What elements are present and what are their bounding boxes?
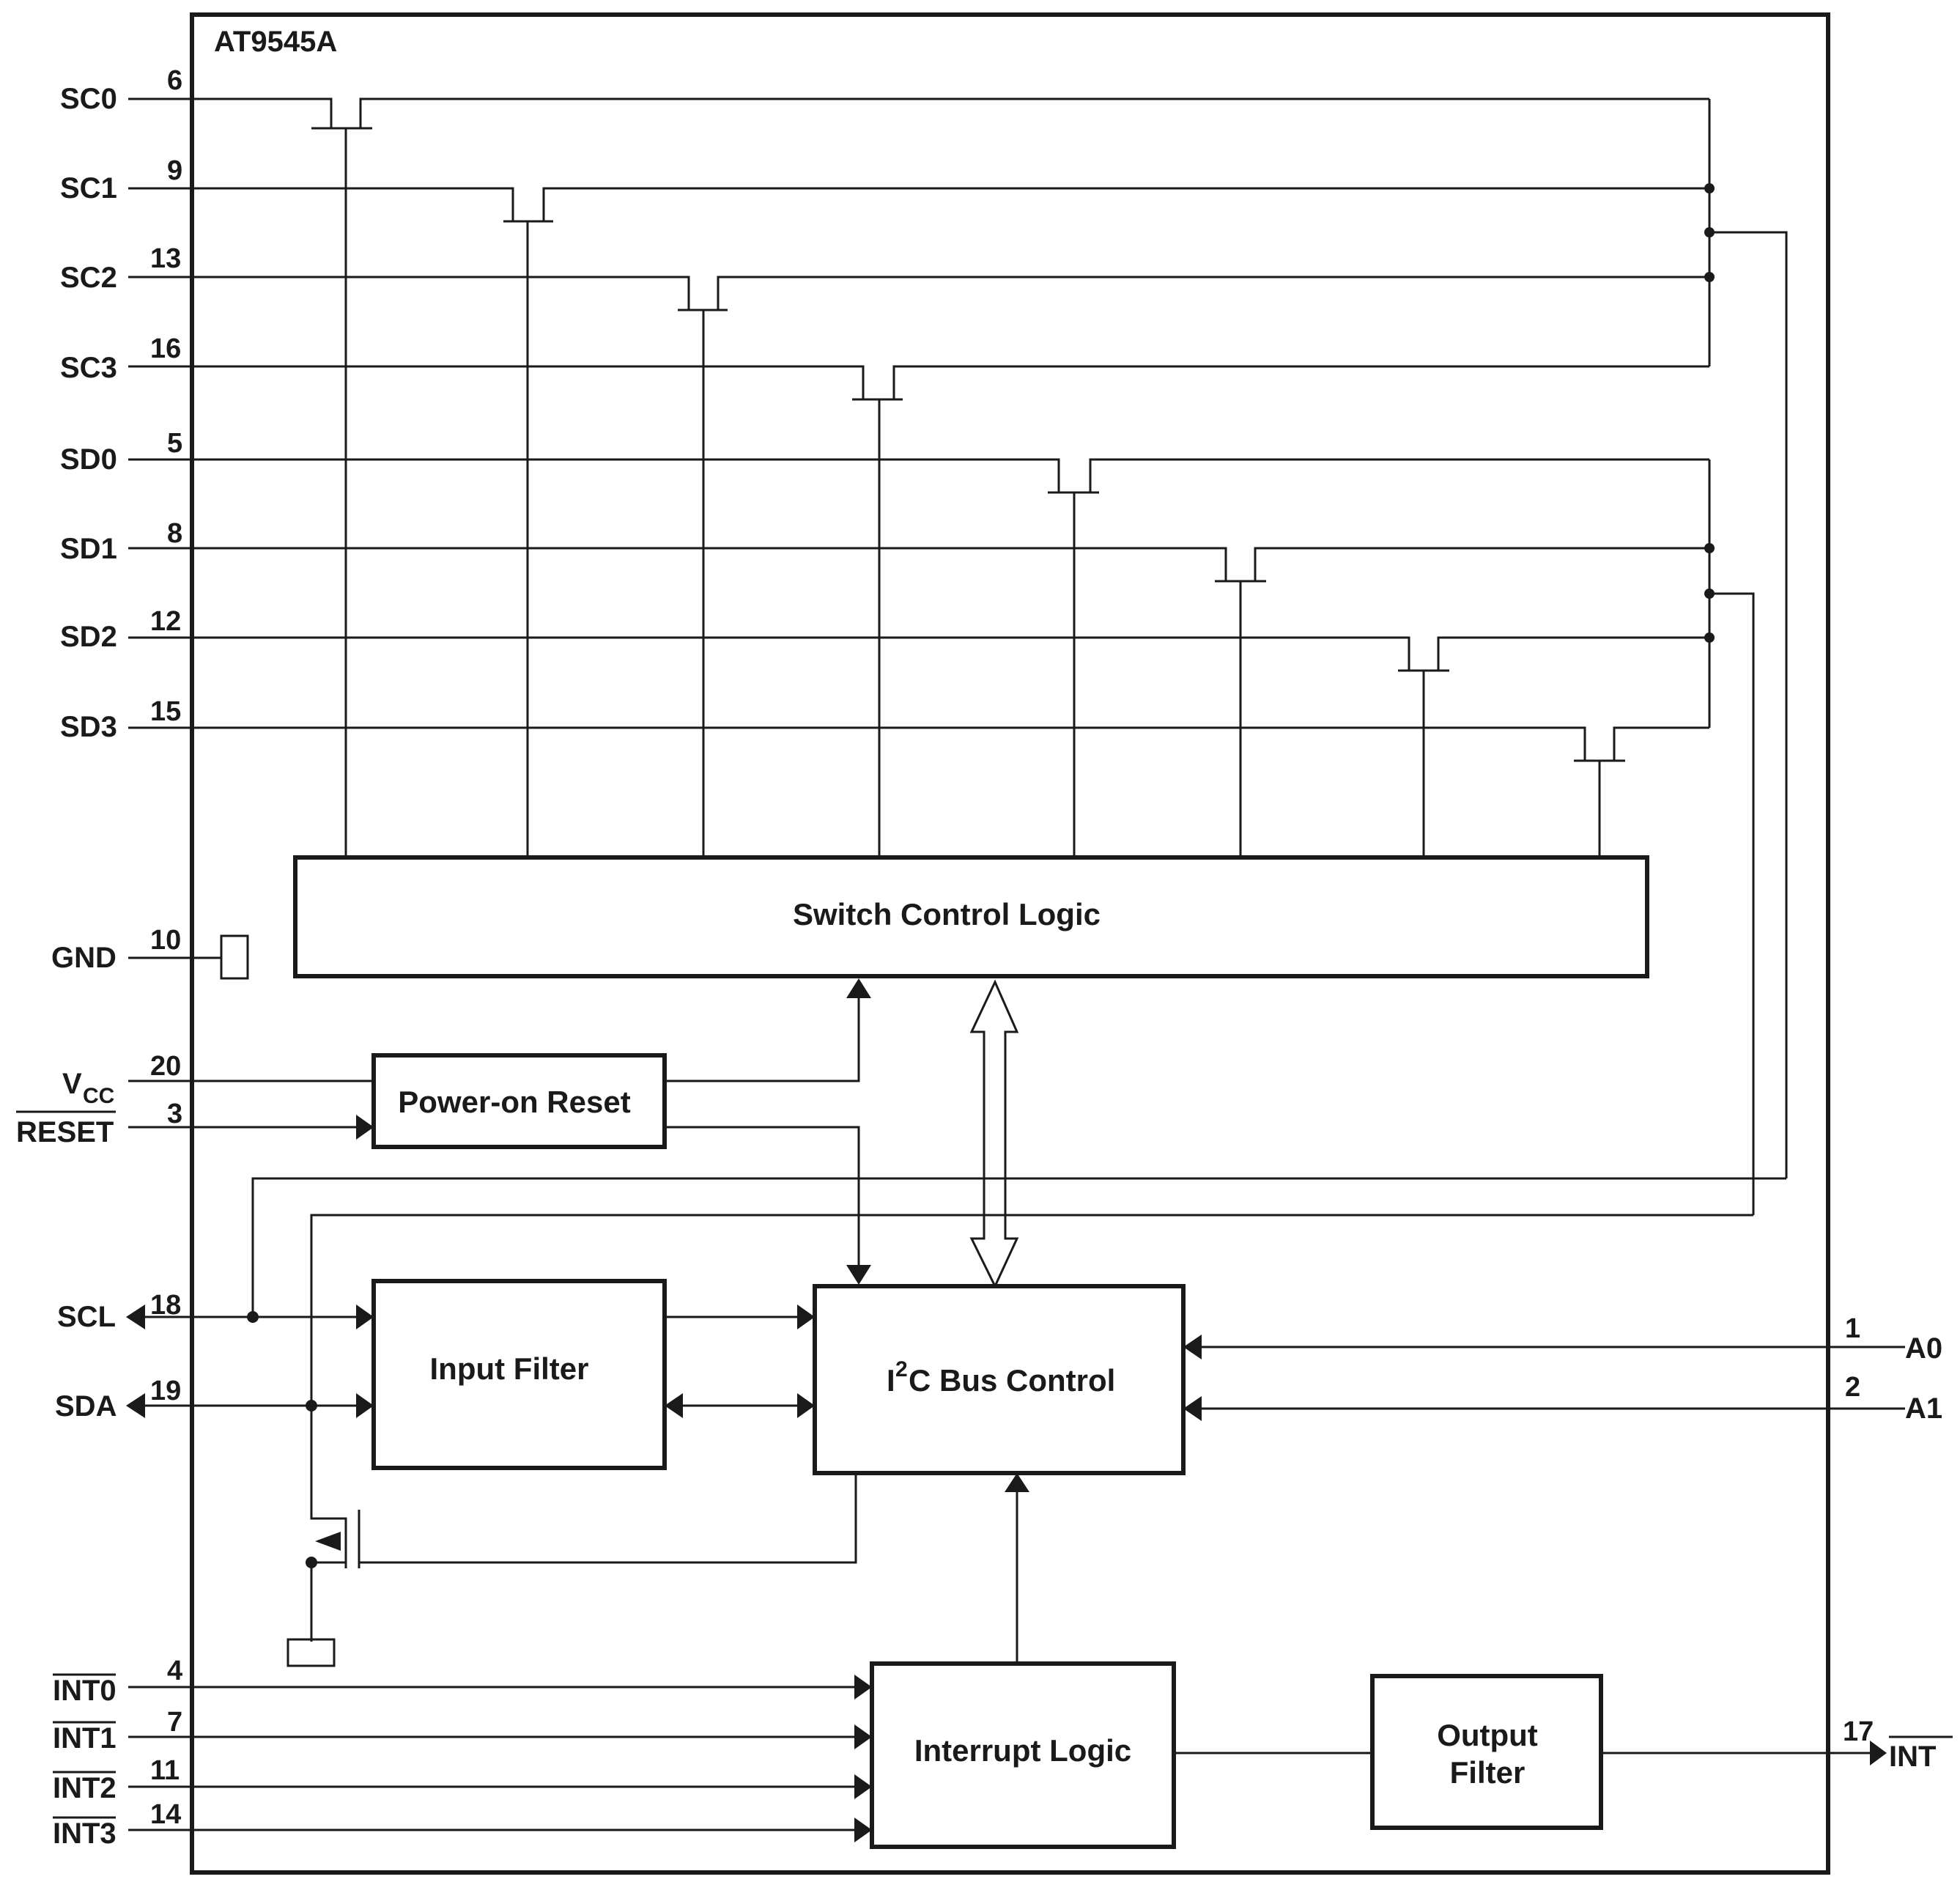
pin-scl: SCL bbox=[57, 1301, 116, 1333]
chip-name: AT9545A bbox=[214, 26, 337, 58]
switch-channels bbox=[128, 97, 1788, 1215]
open-drain-transistor bbox=[286, 1406, 857, 1667]
i2c-label-i: I bbox=[887, 1363, 895, 1398]
interrupt-logic-label: Interrupt Logic bbox=[914, 1733, 1131, 1768]
pin-int3-num: 14 bbox=[150, 1799, 181, 1830]
input-filter-label: Input Filter bbox=[430, 1351, 589, 1386]
pin-sc2: SC2 bbox=[60, 262, 117, 294]
pin-sd2-num: 12 bbox=[150, 606, 181, 637]
pin-int1: INT1 bbox=[53, 1722, 117, 1754]
pin-int-out: INT bbox=[1889, 1741, 1936, 1773]
vcc-reset-pins: V CC 20 RESET 3 bbox=[16, 978, 871, 1285]
pin-a0: A0 bbox=[1905, 1332, 1942, 1365]
address-pins: A0 1 A1 2 bbox=[1183, 1313, 1942, 1425]
chip-outline bbox=[190, 12, 1830, 1875]
pin-int2-num: 11 bbox=[150, 1755, 180, 1786]
gnd-pin: GND 10 bbox=[51, 925, 249, 980]
bidirectional-bus-arrow bbox=[969, 979, 1019, 1289]
switch-control-logic-block bbox=[293, 855, 1649, 978]
pin-sc2-num: 13 bbox=[150, 243, 181, 274]
i2c-bus-control-block bbox=[813, 1284, 1186, 1475]
pin-sc0: SC0 bbox=[60, 83, 117, 115]
power-on-reset-block bbox=[371, 1053, 667, 1149]
pin-sd1: SD1 bbox=[60, 533, 117, 565]
sda-feedback-line bbox=[310, 1214, 1753, 1406]
pin-int1-num: 7 bbox=[167, 1707, 182, 1738]
pin-sc1: SC1 bbox=[60, 172, 117, 204]
pin-sc3-num: 16 bbox=[150, 333, 181, 364]
pin-sc1-num: 9 bbox=[167, 155, 182, 186]
pin-sc3: SC3 bbox=[60, 352, 117, 384]
pin-scl-num: 18 bbox=[150, 1290, 181, 1321]
switch-control-logic-label: Switch Control Logic bbox=[793, 897, 1101, 931]
pin-reset-num: 3 bbox=[167, 1099, 182, 1129]
input-filter-block bbox=[371, 1279, 667, 1470]
pin-a1: A1 bbox=[1905, 1392, 1942, 1425]
pin-int3: INT3 bbox=[53, 1818, 117, 1850]
int-output-pin: INT 17 bbox=[1601, 1716, 1953, 1773]
output-filter-label-2: Filter bbox=[1450, 1755, 1526, 1790]
pin-vcc-num: 20 bbox=[150, 1051, 181, 1082]
scl-sda-pins: SCL 18 SDA 19 bbox=[55, 1290, 374, 1422]
pin-gnd-num: 10 bbox=[150, 925, 181, 956]
pin-a1-num: 2 bbox=[1845, 1372, 1860, 1403]
pin-int2: INT2 bbox=[53, 1772, 117, 1804]
pin-sd3: SD3 bbox=[60, 711, 117, 743]
pin-int0: INT0 bbox=[53, 1675, 117, 1707]
pin-sd0: SD0 bbox=[60, 443, 117, 476]
pin-int-out-num: 17 bbox=[1843, 1716, 1874, 1747]
pin-sd1-num: 8 bbox=[167, 518, 182, 549]
pin-sd3-num: 15 bbox=[150, 696, 181, 727]
scl-feedback-line bbox=[251, 1177, 1786, 1317]
pin-sda-num: 19 bbox=[150, 1376, 181, 1406]
power-on-reset-label: Power-on Reset bbox=[398, 1085, 630, 1119]
pin-sd2: SD2 bbox=[60, 621, 117, 653]
pin-gnd: GND bbox=[51, 942, 117, 974]
output-filter-block bbox=[1370, 1674, 1603, 1830]
i2c-label-sup: 2 bbox=[895, 1357, 908, 1381]
output-filter-label-1: Output bbox=[1437, 1718, 1538, 1752]
pin-vcc-sub: CC bbox=[83, 1084, 114, 1108]
pin-sda: SDA bbox=[55, 1390, 117, 1422]
pin-sc0-num: 6 bbox=[167, 65, 182, 96]
i2c-label-rest: C Bus Control bbox=[909, 1363, 1115, 1398]
pin-vcc: V bbox=[62, 1068, 82, 1100]
interrupt-logic-block bbox=[870, 1661, 1176, 1849]
pin-int0-num: 4 bbox=[167, 1656, 182, 1686]
pin-a0-num: 1 bbox=[1845, 1313, 1860, 1344]
pin-reset: RESET bbox=[16, 1116, 114, 1148]
pin-sd0-num: 5 bbox=[167, 428, 182, 459]
left-pin-labels: SC0 6 SC1 9 SC2 13 SC3 16 SD0 5 SD1 8 SD… bbox=[60, 65, 182, 743]
int-pins: INT0 4 INT1 7 INT2 11 INT3 14 bbox=[53, 1656, 872, 1850]
